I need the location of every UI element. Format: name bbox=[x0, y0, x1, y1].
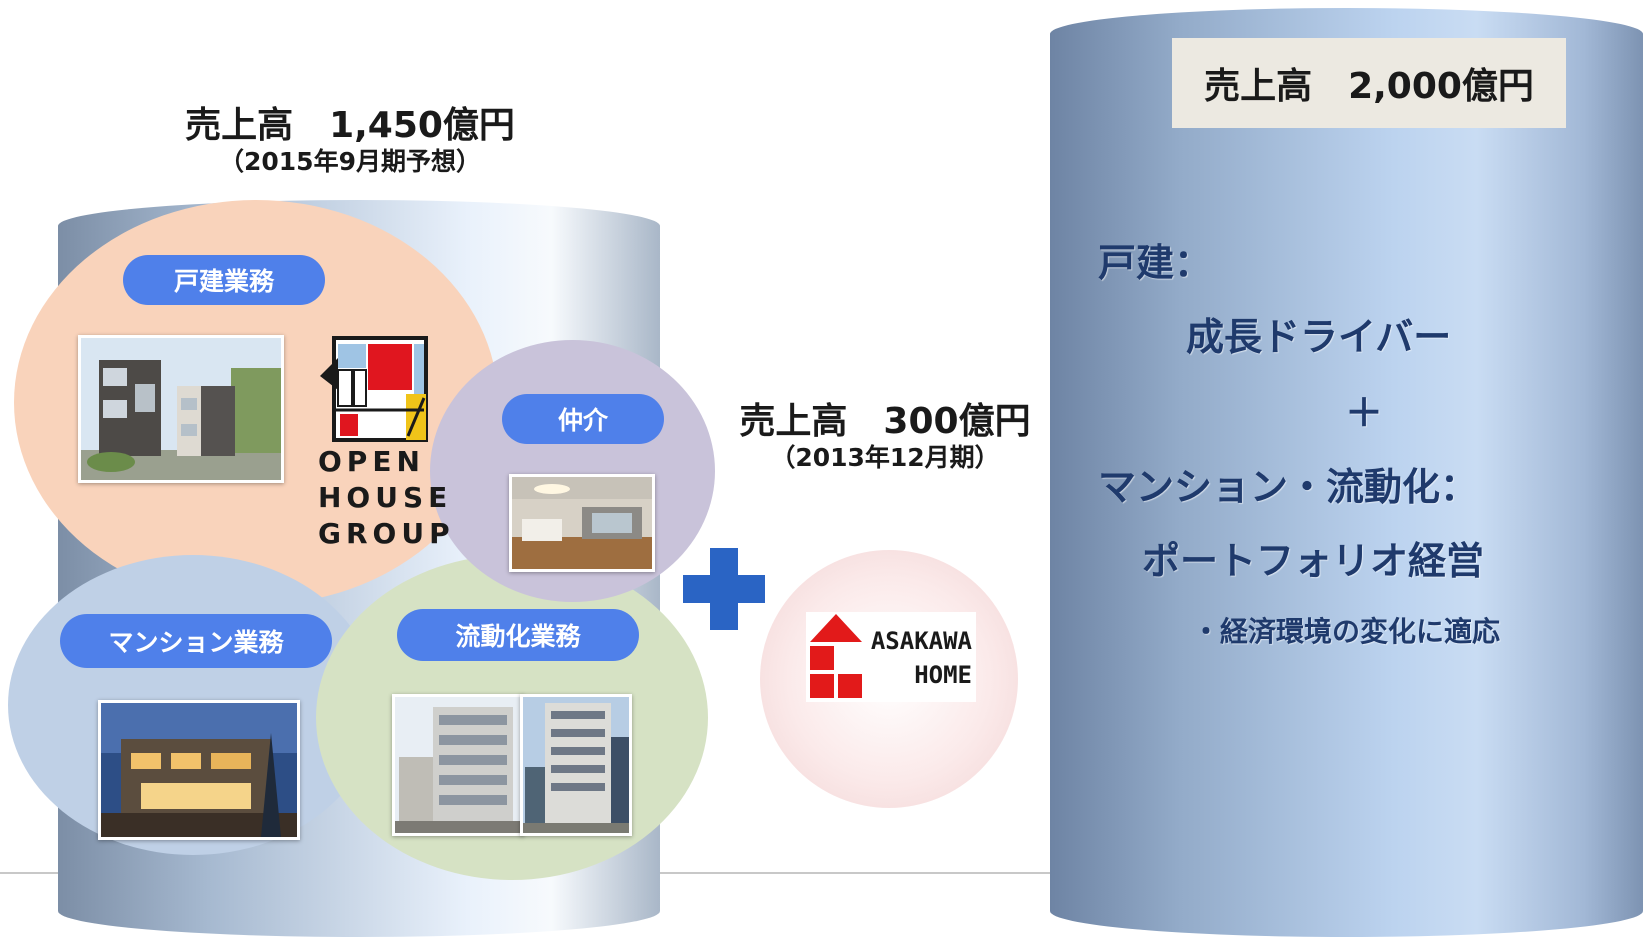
baseline-divider bbox=[0, 872, 1643, 874]
segment-pill-house: 戸建業務 bbox=[123, 255, 325, 305]
left-sales-note: （2015年9月期予想） bbox=[219, 147, 481, 176]
condo-photo bbox=[98, 700, 300, 840]
asakawa-home-logo-mark bbox=[810, 614, 862, 698]
strategy-growth-driver: 成長ドライバー bbox=[1186, 315, 1452, 359]
open-house-logo-mark bbox=[318, 336, 428, 444]
strategy-house-label: 戸建： bbox=[1098, 241, 1213, 285]
asakawa-logo-line: HOME bbox=[914, 661, 972, 689]
house-photo bbox=[78, 335, 284, 483]
middle-sales-note: （2013年12月期） bbox=[770, 443, 1000, 472]
open-house-logo-text: OPEN HOUSE GROUP bbox=[318, 444, 455, 552]
brokerage-office-photo bbox=[509, 474, 655, 572]
combined-sales-box: 売上高 2,000億円 bbox=[1172, 38, 1566, 128]
asakawa-home-logo: ASAKAWA HOME bbox=[806, 612, 976, 702]
strategy-plus-sign: ＋ bbox=[1345, 391, 1384, 435]
segment-pill-condo: マンション業務 bbox=[60, 614, 332, 668]
strategy-condo-liquidation-label: マンション・流動化： bbox=[1098, 465, 1479, 509]
segment-pill-liquidation: 流動化業務 bbox=[397, 609, 639, 661]
open-house-logo-line: GROUP bbox=[318, 517, 455, 550]
left-sales-label: 売上高 1,450億円 bbox=[185, 105, 515, 146]
strategy-portfolio-management: ポートフォリオ経営 bbox=[1142, 539, 1485, 583]
asakawa-home-logo-text: ASAKAWA HOME bbox=[846, 624, 972, 692]
combined-group-cylinder bbox=[1050, 8, 1643, 937]
segment-pill-brokerage: 仲介 bbox=[502, 394, 664, 444]
liquidation-building-photo-2 bbox=[520, 694, 632, 836]
strategy-adapt-economy: ・経済環境の変化に適応 bbox=[1192, 615, 1501, 648]
open-house-logo-line: HOUSE bbox=[318, 481, 453, 514]
plus-icon bbox=[683, 548, 765, 630]
liquidation-building-photo-1 bbox=[392, 694, 524, 836]
middle-sales-label: 売上高 300億円 bbox=[739, 401, 1031, 442]
asakawa-logo-line: ASAKAWA bbox=[870, 627, 972, 655]
open-house-logo-line: OPEN bbox=[318, 445, 425, 478]
